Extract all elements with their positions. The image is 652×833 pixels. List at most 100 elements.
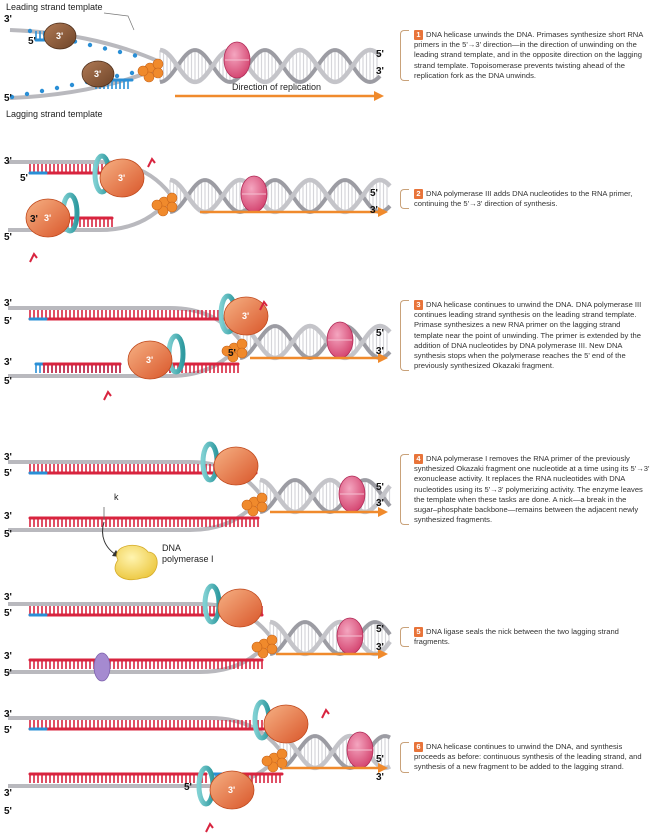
five-prime-end: 5' — [4, 468, 12, 479]
nucleotide-bead — [117, 49, 123, 55]
five-prime-end: 5' — [376, 482, 384, 493]
lagging-fragment-dna — [29, 660, 263, 669]
helix-backbone-back — [259, 478, 392, 515]
direction-arrowhead — [374, 91, 384, 101]
helicase-subunit — [137, 65, 149, 77]
nucleotide-shape — [205, 822, 214, 833]
polymerase-body — [213, 446, 259, 486]
helicase-subunit — [266, 643, 278, 655]
three-prime-end: 3' — [370, 205, 378, 216]
three-prime-end: 3' — [376, 772, 384, 783]
dna-polymerase-iii: 3' — [25, 198, 71, 238]
leading-new-dna — [29, 720, 283, 729]
topoisomerase — [346, 731, 374, 769]
three-prime-end: 3' — [376, 66, 384, 77]
nucleotide-bead — [129, 70, 135, 76]
primase: 3' — [43, 22, 77, 50]
double-helix — [259, 477, 392, 515]
helicase-subunit — [276, 757, 288, 769]
incoming-nucleotide — [147, 157, 156, 168]
helix-backbone-front — [239, 323, 392, 361]
polymerase-end-label: 3' — [242, 311, 249, 321]
helicase — [151, 192, 178, 217]
primase: 3' — [81, 60, 115, 88]
topoisomerase — [240, 175, 268, 213]
step-text: DNA helicase unwinds the DNA. Primases s… — [414, 30, 643, 80]
direction-of-replication-label: Direction of replication — [232, 82, 321, 92]
double-helix — [169, 177, 392, 215]
five-prime-end: 5' — [376, 328, 384, 339]
helicase-subunit — [166, 192, 178, 204]
three-prime-end: 3' — [4, 651, 12, 662]
step-number: 2 — [414, 189, 423, 199]
nucleotide-bead — [27, 28, 33, 34]
panel-step-5-extra — [93, 652, 111, 682]
three-prime-end: 3' — [376, 346, 384, 357]
three-prime-end: 3' — [4, 14, 12, 25]
three-prime-end: 3' — [4, 156, 12, 167]
helicase-subunit — [152, 58, 164, 70]
nucleotide-shape — [103, 390, 112, 401]
topoisomerase — [338, 475, 366, 513]
incoming-nucleotide — [259, 300, 268, 311]
helicase-subunit — [221, 345, 233, 357]
step-bracket — [400, 454, 409, 526]
helicase — [241, 492, 268, 517]
step-number: 6 — [414, 742, 423, 752]
helicase-subunit — [241, 499, 253, 511]
primase-body — [81, 60, 115, 88]
dna-ligase — [93, 652, 111, 682]
dna-polymerase-iii: 3' — [209, 770, 255, 810]
five-prime-end: 5' — [376, 624, 384, 635]
helix-backbone-front — [259, 477, 392, 515]
five-prime-end: 5' — [4, 668, 12, 679]
incoming-nucleotide — [29, 252, 38, 263]
helix-backbone-front — [269, 619, 392, 657]
polymerase-body — [25, 198, 71, 238]
three-prime-end: 3' — [4, 511, 12, 522]
step-bracket — [400, 30, 409, 82]
five-prime-end: 5' — [4, 316, 12, 327]
five-prime-end: 5' — [28, 36, 36, 47]
helix-backbone-back — [169, 178, 392, 215]
incoming-nucleotide — [103, 390, 112, 401]
step-text: DNA polymerase I removes the RNA primer … — [414, 454, 650, 525]
nucleotide-bead — [87, 42, 93, 48]
five-prime-end: 5' — [184, 782, 192, 793]
five-prime-end: 5' — [228, 348, 236, 359]
step-bracket — [400, 627, 409, 648]
helix-backbone-front — [169, 177, 392, 215]
step-text: DNA helicase continues to unwind the DNA… — [414, 300, 642, 371]
three-prime-end: 3' — [4, 788, 12, 799]
step-number: 1 — [414, 30, 423, 40]
helicase-subunit — [276, 748, 288, 760]
polymerase-body — [127, 340, 173, 380]
three-prime-end: 3' — [376, 642, 384, 653]
five-prime-end: 5' — [4, 725, 12, 736]
primase-end-label: 3' — [94, 69, 101, 79]
direction-arrowhead — [378, 763, 388, 773]
helix-backbone-back — [159, 48, 382, 85]
five-prime-end: 5' — [4, 93, 12, 104]
five-prime-end: 5' — [376, 754, 384, 765]
topoisomerase — [223, 41, 251, 79]
lagging-fragment-dna — [43, 364, 121, 373]
dna-polymerase-iii — [217, 588, 263, 628]
dna-polymerase-iii: 3' — [99, 158, 145, 198]
polymerase-body — [209, 770, 255, 810]
helicase-subunit — [261, 755, 273, 767]
dna-polymerase-iii: 3' — [127, 340, 173, 380]
direction-arrowhead — [378, 649, 388, 659]
nucleotide-shape — [259, 300, 268, 311]
three-prime-end: 3' — [30, 214, 38, 225]
panel-step-4: 3'5'3'5'5'3' — [4, 441, 392, 540]
step-number: 4 — [414, 454, 423, 464]
nucleotide-bead — [24, 91, 30, 97]
helicase-subunit — [251, 641, 263, 653]
panel-step-3: 3'3'3'5'3'5'5'3'5' — [4, 293, 392, 401]
incoming-nucleotide — [205, 822, 214, 833]
